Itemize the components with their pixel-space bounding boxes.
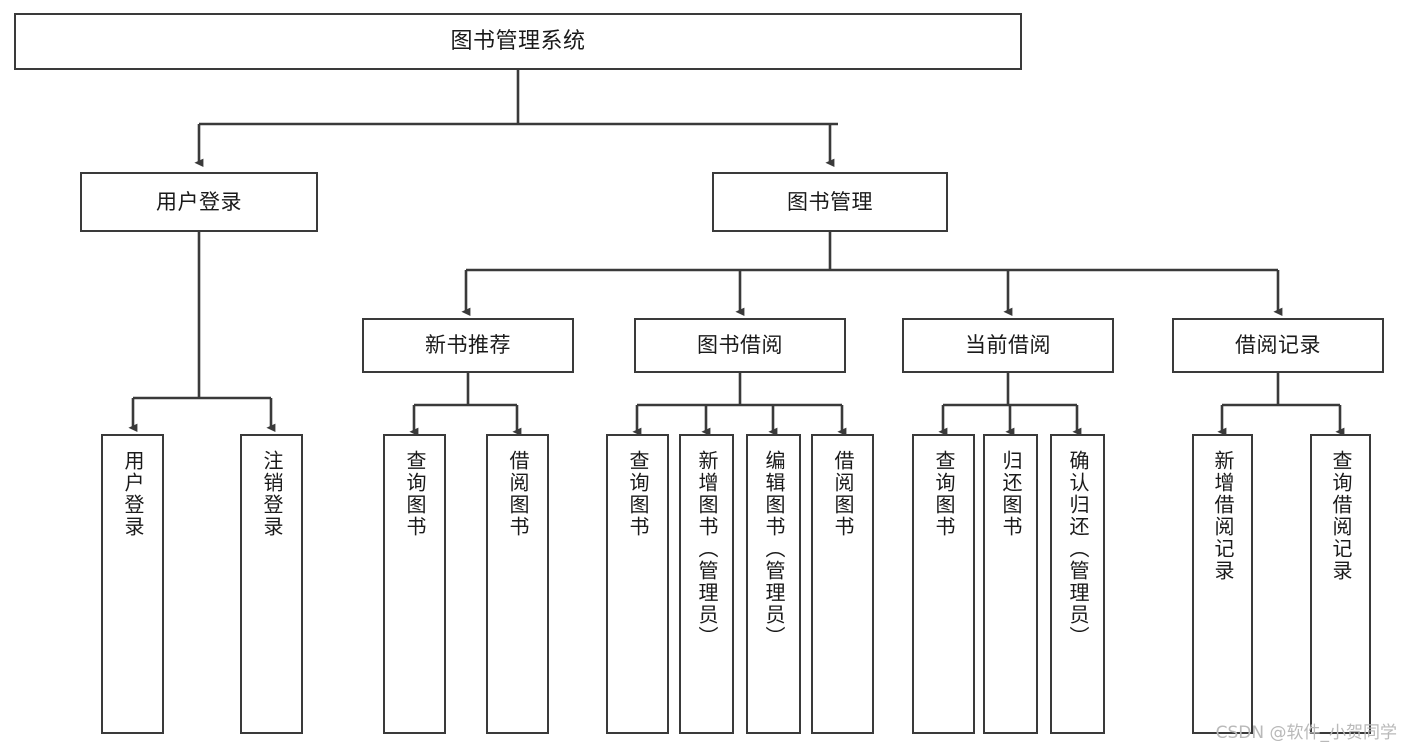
node-label: 查询图书: [932, 450, 956, 538]
node-label: 图书管理: [787, 189, 873, 214]
node-label: 查询图书: [403, 450, 427, 538]
node-label: 借阅图书: [506, 450, 530, 538]
node-label: 新书推荐: [425, 333, 511, 358]
node-label: 查询借阅记录: [1329, 450, 1353, 582]
leaf-edit-book-admin[interactable]: 编辑图书（管理员）: [746, 434, 801, 734]
node-book-borrow[interactable]: 图书借阅: [634, 318, 846, 373]
node-label: 图书管理系统: [450, 28, 586, 54]
leaf-add-book-admin[interactable]: 新增图书（管理员）: [679, 434, 734, 734]
node-label: 图书借阅: [697, 333, 783, 358]
leaf-borrow-book-borrow[interactable]: 借阅图书: [811, 434, 874, 734]
node-label: 新增借阅记录: [1211, 450, 1235, 582]
node-label: 用户登录: [121, 450, 145, 538]
leaf-add-borrow-record[interactable]: 新增借阅记录: [1192, 434, 1253, 734]
node-label: 借阅图书: [831, 450, 855, 538]
node-label: 用户登录: [156, 189, 242, 214]
node-label: 借阅记录: [1235, 333, 1321, 358]
leaf-borrow-book-recommend[interactable]: 借阅图书: [486, 434, 549, 734]
leaf-query-book-borrow[interactable]: 查询图书: [606, 434, 669, 734]
leaf-query-book-recommend[interactable]: 查询图书: [383, 434, 446, 734]
node-root-book-management-system[interactable]: 图书管理系统: [14, 13, 1022, 70]
node-label: 查询图书: [626, 450, 650, 538]
node-label: 编辑图书（管理员）: [762, 450, 786, 648]
csdn-watermark: CSDN @软件_小贺同学: [1215, 723, 1397, 743]
leaf-query-book-current[interactable]: 查询图书: [912, 434, 975, 734]
node-label: 新增图书（管理员）: [695, 450, 719, 648]
node-label: 归还图书: [999, 450, 1023, 538]
node-label: 当前借阅: [965, 333, 1051, 358]
node-new-book-recommend[interactable]: 新书推荐: [362, 318, 574, 373]
leaf-confirm-return-admin[interactable]: 确认归还（管理员）: [1050, 434, 1105, 734]
node-label: 确认归还（管理员）: [1066, 450, 1090, 648]
leaf-query-borrow-record[interactable]: 查询借阅记录: [1310, 434, 1371, 734]
node-current-borrow[interactable]: 当前借阅: [902, 318, 1114, 373]
node-user-login[interactable]: 用户登录: [80, 172, 318, 232]
node-borrow-record[interactable]: 借阅记录: [1172, 318, 1384, 373]
leaf-user-login[interactable]: 用户登录: [101, 434, 164, 734]
node-label: 注销登录: [260, 450, 284, 538]
node-book-manage[interactable]: 图书管理: [712, 172, 948, 232]
leaf-return-book[interactable]: 归还图书: [983, 434, 1038, 734]
leaf-user-logout[interactable]: 注销登录: [240, 434, 303, 734]
